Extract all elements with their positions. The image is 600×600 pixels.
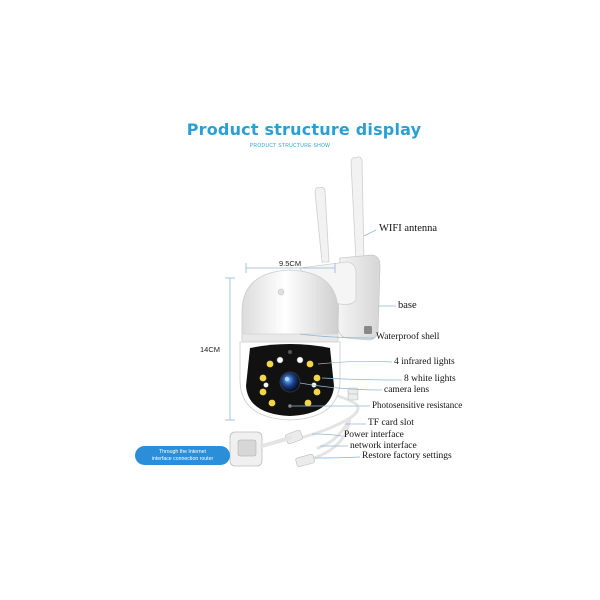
label-photosensitive-resistance: Photosensitive resistance — [372, 400, 463, 410]
width-dimension-line — [245, 263, 336, 273]
width-dimension-label: 9.5CM — [279, 259, 302, 268]
router-connection-callout: Through the Internet interface connectio… — [135, 446, 230, 465]
page-title: Product structure display — [186, 120, 422, 139]
label-tf-card-slot: TF card slot — [368, 418, 414, 428]
network-connector-icon — [229, 431, 292, 467]
page-subtitle: PRODUCT STRUCTURE SHOW — [249, 143, 331, 149]
height-dimension-line — [225, 277, 235, 421]
antenna-right — [350, 156, 365, 263]
label-infrared-lights: 4 infrared lights — [394, 357, 455, 367]
label-network-interface: network interface — [350, 441, 417, 451]
label-camera-lens: camera lens — [384, 385, 430, 395]
camera-head — [239, 341, 341, 421]
height-dimension-label: 14CM — [200, 345, 221, 354]
callout-line-1: Through the Internet — [158, 449, 206, 455]
camera-lens-icon — [279, 371, 301, 393]
label-white-lights: 8 white lights — [404, 374, 456, 384]
antenna-left — [314, 186, 330, 263]
dome-shell — [241, 269, 339, 343]
leader-lines — [292, 229, 403, 459]
label-power-interface: Power interface — [344, 430, 404, 440]
label-waterproof-shell: Waterproof shell — [376, 332, 440, 342]
mount-screw-icon — [364, 326, 372, 334]
callout-line-2: interface connection router — [151, 455, 214, 462]
label-restore-factory-settings: Restore factory settings — [362, 451, 452, 461]
label-base: base — [398, 300, 417, 311]
label-wifi-antenna: WIFI antenna — [379, 223, 438, 234]
cable-connectors — [285, 387, 359, 468]
